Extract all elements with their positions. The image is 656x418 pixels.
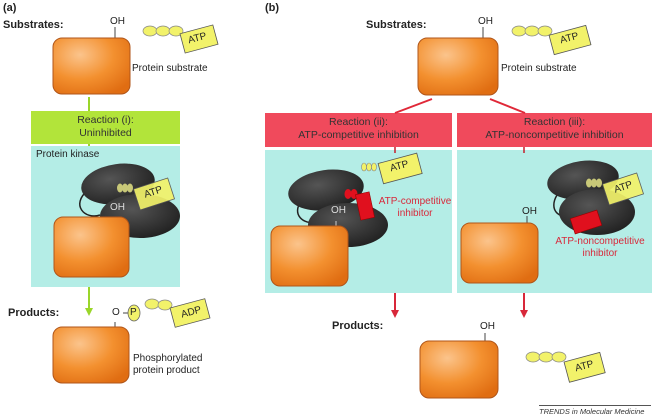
product-label-line2: protein product [133, 365, 200, 376]
product-oh-b: OH [480, 321, 495, 332]
kinase-iii [547, 160, 645, 235]
panel-b-label: (b) [265, 2, 280, 14]
kinase-oh-a: OH [110, 202, 125, 213]
arrow-iii-head [520, 310, 528, 318]
panel-a-label: (a) [3, 2, 17, 14]
kinase-oh-ii: OH [331, 205, 346, 216]
competitive-inhibitor-label-1: ATP-competitive [378, 196, 452, 207]
reaction-ii-subtitle: ATP-competitive inhibition [298, 129, 419, 141]
substrates-label-a: Substrates: [3, 19, 64, 31]
protein-substrate-b [417, 37, 499, 96]
displaced-atp-ii [377, 152, 423, 185]
reaction-iii-box [457, 113, 652, 147]
oh-label-a: OH [110, 16, 125, 27]
atp-molecule-a [142, 24, 219, 54]
protein-kinase-label: Protein kinase [36, 149, 100, 160]
reaction-i-subtitle: Uninhibited [79, 127, 132, 139]
reaction-iii-subtitle: ATP-noncompetitive inhibition [485, 129, 624, 141]
phosphorylated-protein-a [52, 326, 130, 384]
product-label-line1: Phosphorylated [133, 353, 203, 364]
atp-noncompetitive-inhibitor [569, 209, 603, 235]
adp-box [169, 298, 211, 328]
kinase-a [53, 163, 180, 278]
products-label-a: Products: [8, 307, 60, 319]
protein-substrate-label-a: Protein substrate [132, 63, 208, 74]
atp-molecule-b [511, 24, 592, 56]
reaction-ii-title: Reaction (ii): [329, 116, 388, 128]
substrates-label-b: Substrates: [366, 19, 427, 31]
reaction-ii-box [265, 113, 452, 147]
product-protein-b [419, 340, 499, 399]
arrow-a-head [85, 308, 93, 316]
protein-substrate-a [52, 37, 131, 95]
journal-credit: TRENDS in Molecular Medicine [539, 405, 651, 416]
kinase-ii [270, 152, 423, 287]
protein-in-kinase-a [53, 216, 130, 278]
oh-label-b: OH [478, 16, 493, 27]
atp-competitive-inhibitor [355, 191, 375, 221]
branch-ii [394, 98, 433, 114]
competitive-inhibitor-label-2: inhibitor [397, 208, 433, 219]
protein-free-iii [460, 222, 539, 284]
noncompetitive-inhibitor-label-1: ATP-noncompetitive [555, 236, 645, 247]
reaction-iii-title: Reaction (iii): [523, 116, 586, 128]
oh-label-iii: OH [522, 206, 537, 217]
branch-iii [489, 98, 526, 114]
products-label-b: Products: [332, 320, 384, 332]
o-label: O [112, 307, 120, 318]
atp-molecule-product-b [525, 351, 606, 383]
p-label: P [130, 307, 137, 318]
protein-substrate-label-b: Protein substrate [501, 63, 577, 74]
phosphate-a [127, 304, 141, 322]
protein-in-kinase-ii [270, 225, 349, 287]
reaction-i-title: Reaction (i): [77, 114, 134, 126]
noncompetitive-inhibitor-label-2: inhibitor [582, 248, 618, 259]
arrow-ii-head [391, 310, 399, 318]
reaction-i-box [31, 111, 180, 144]
